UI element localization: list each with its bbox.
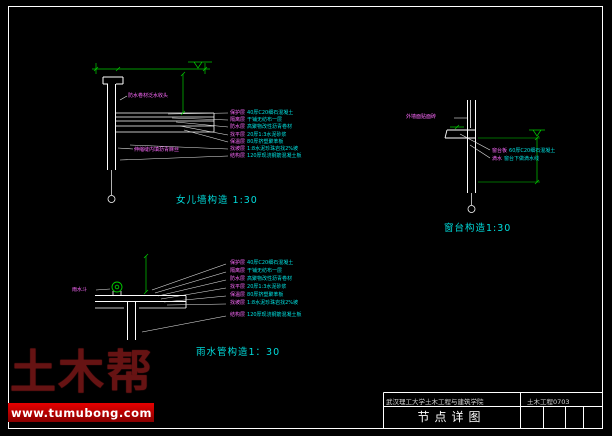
titleblock-drawing-title: 节点详图 <box>417 410 486 424</box>
rainpipe-callout: 雨水斗 <box>72 287 88 293</box>
windowsill-callout: 外墙面贴面砖 <box>406 114 437 120</box>
titleblock-class-id: 土木工程0703 <box>527 398 570 406</box>
note-tag: 找坡层 <box>230 300 246 306</box>
parapet-leader-lines <box>117 95 229 161</box>
note-tag: 找平层 <box>230 284 246 290</box>
rain-drain-symbol <box>111 281 123 293</box>
note-tag: 滴水 <box>492 156 503 162</box>
note-desc: 1:8水泥珍珠岩找2%坡 <box>247 146 298 152</box>
note-tag: 结构层 <box>230 312 246 318</box>
note-desc: 高聚物改性沥青卷材 <box>247 276 293 282</box>
windowsill-dimensions <box>450 124 545 185</box>
windowsill-detail-title: 窗台构造1:30 <box>444 223 512 234</box>
note-tag: 找坡层 <box>230 146 246 152</box>
note-tag: 隔离层 <box>230 268 246 274</box>
watermark-brand: 土木帮 <box>10 345 154 399</box>
note-desc: 120厚现浇钢筋混凝土板 <box>247 312 302 318</box>
note-tag: 结构层 <box>230 153 246 159</box>
parapet-note-row: 隔离层干铺无纺布一层 <box>230 117 282 123</box>
note-desc: 120厚现浇钢筋混凝土板 <box>247 153 302 159</box>
note-tag: 保温层 <box>230 139 246 145</box>
watermark-url: www.tumubong.com <box>11 405 152 420</box>
windowsill-detail-linework <box>444 100 545 213</box>
note-tag: 窗台板 <box>492 148 508 154</box>
sheet-frame <box>8 6 603 429</box>
windowsill-note-row: 滴水窗台下做滴水线 <box>492 156 539 162</box>
note-desc: 干铺无纺布一层 <box>247 268 283 274</box>
note-desc: 60厚C20细石混凝土 <box>509 148 556 154</box>
rainpipe-note-row: 隔离层干铺无纺布一层 <box>230 268 282 274</box>
note-desc: 40厚C20细石混凝土 <box>247 260 294 266</box>
rainpipe-dimensions <box>143 253 149 295</box>
rainpipe-detail-linework <box>95 253 227 340</box>
note-desc: 80厚挤塑聚苯板 <box>247 139 284 145</box>
parapet-callout-top: 防水卷材泛水收头 <box>128 93 169 99</box>
note-tag: 防水层 <box>230 276 246 282</box>
windowsill-leader-lines <box>454 117 491 159</box>
note-tag: 保护层 <box>230 260 246 266</box>
parapet-dimensions <box>92 61 212 116</box>
note-desc: 1:8水泥珍珠岩找2%坡 <box>247 300 298 306</box>
note-tag: 保温层 <box>230 292 246 298</box>
parapet-note-row: 防水层高聚物改性沥青卷材 <box>230 124 292 130</box>
rainpipe-note-row: 防水层高聚物改性沥青卷材 <box>230 276 292 282</box>
parapet-detail-linework <box>92 61 229 203</box>
note-tag: 隔离层 <box>230 117 246 123</box>
titleblock-lines <box>383 392 603 429</box>
note-desc: 40厚C20细石混凝土 <box>247 110 294 116</box>
note-desc: 高聚物改性沥青卷材 <box>247 124 293 130</box>
note-desc: 窗台下做滴水线 <box>504 156 540 162</box>
titleblock-school-name: 武汉理工大学土木工程与建筑学院 <box>386 398 484 406</box>
watermark-url-bar: www.tumubong.com <box>8 403 154 422</box>
rainpipe-leader-lines <box>95 263 227 333</box>
note-tag: 找平层 <box>230 132 246 138</box>
note-desc: 20厚1:3水泥砂浆 <box>247 132 287 138</box>
note-desc: 20厚1:3水泥砂浆 <box>247 284 287 290</box>
note-tag: 防水层 <box>230 124 246 130</box>
parapet-callout-mid: 伸缩缝内填沥青麻丝 <box>134 147 180 153</box>
note-desc: 80厚挤塑聚苯板 <box>247 292 284 298</box>
note-tag: 保护层 <box>230 110 246 116</box>
rainpipe-detail-title: 雨水管构造1：30 <box>196 347 281 358</box>
note-desc: 干铺无纺布一层 <box>247 117 283 123</box>
parapet-detail-title: 女儿墙构造 1:30 <box>176 195 258 206</box>
